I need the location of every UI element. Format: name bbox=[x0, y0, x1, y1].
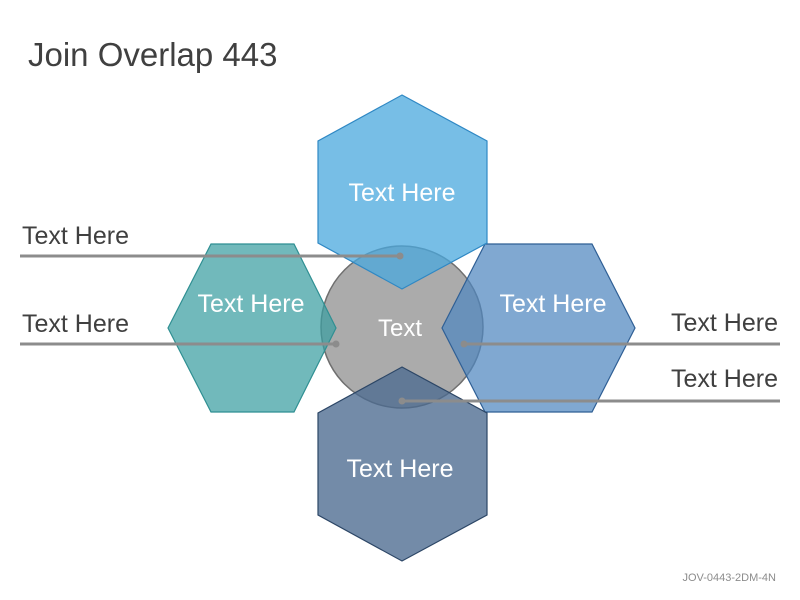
callout-label-right-bottom: Text Here bbox=[671, 365, 778, 393]
hexagon-bottom[interactable] bbox=[317, 366, 488, 562]
hexagon-top-label: Text Here bbox=[349, 179, 456, 207]
callout-label-left-middle: Text Here bbox=[22, 310, 129, 338]
hexagon-top[interactable] bbox=[317, 94, 488, 290]
callout-dot-left-middle bbox=[332, 340, 340, 348]
center-label: Text bbox=[378, 315, 422, 342]
callout-dot-left-top bbox=[396, 252, 404, 260]
callout-dot-right-middle bbox=[460, 340, 468, 348]
hexagon-left-label: Text Here bbox=[198, 290, 305, 318]
callout-label-right-middle: Text Here bbox=[671, 309, 778, 337]
hexagon-right[interactable] bbox=[441, 243, 636, 413]
hexagon-left[interactable] bbox=[167, 243, 337, 413]
callout-dot-right-bottom bbox=[398, 397, 406, 405]
page-title: Join Overlap 443 bbox=[28, 36, 278, 73]
slide-code: JOV-0443-2DM-4N bbox=[682, 572, 776, 584]
callout-label-left-top: Text Here bbox=[22, 222, 129, 250]
hexagon-bottom-label: Text Here bbox=[347, 455, 454, 483]
hexagon-right-label: Text Here bbox=[500, 290, 607, 318]
